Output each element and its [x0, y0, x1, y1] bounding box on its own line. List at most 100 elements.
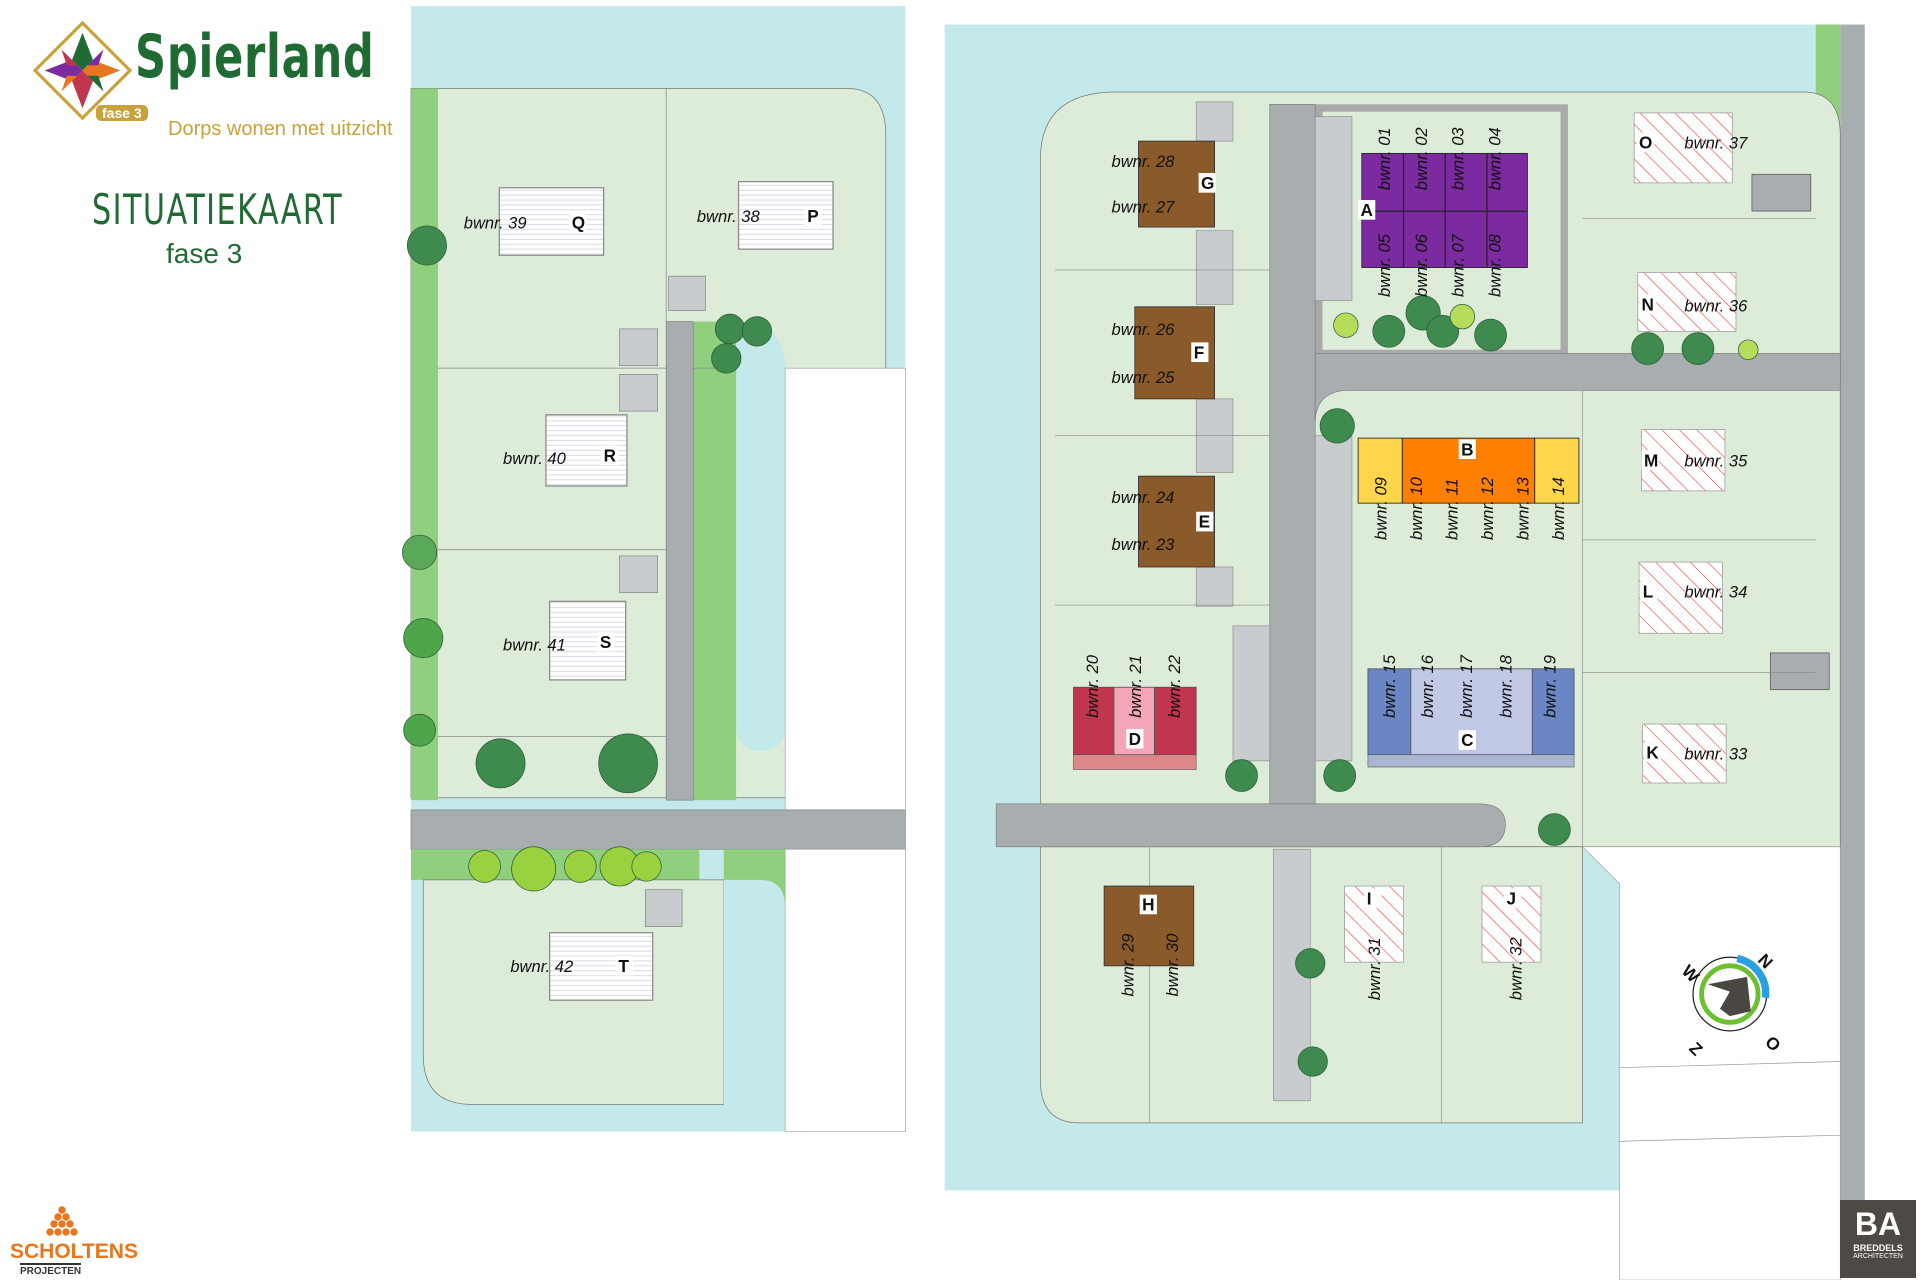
unit-label-29: bwnr. 29: [1119, 934, 1138, 997]
block-letter-n: N: [1642, 294, 1654, 314]
unit-label-18: bwnr. 18: [1496, 654, 1515, 718]
tree-icon: [1426, 315, 1460, 348]
tree-icon: [1449, 303, 1476, 330]
unit-label-27: bwnr. 27: [1112, 197, 1176, 216]
spierland-logo: [32, 20, 133, 121]
block-letter-bg: [804, 206, 822, 226]
block-letter-q: Q: [572, 212, 585, 232]
tree-icon: [1295, 948, 1326, 979]
block-letter-bg: [1139, 894, 1157, 915]
unit-label-09: bwnr. 09: [1371, 477, 1390, 540]
tree-icon: [1297, 1046, 1328, 1077]
unit-label-02: bwnr. 02: [1412, 127, 1431, 190]
block-letter-t: T: [618, 956, 629, 976]
unit-label-26: bwnr. 26: [1112, 320, 1176, 339]
unit-label-25: bwnr. 25: [1112, 368, 1176, 387]
unit-label-06: bwnr. 06: [1412, 233, 1431, 297]
building-blocks: [1073, 112, 1737, 967]
tree-icon: [1372, 315, 1406, 348]
unit-label-04: bwnr. 04: [1485, 127, 1504, 190]
unit-label-36: bwnr. 36: [1684, 297, 1748, 316]
tree-icon: [741, 316, 773, 347]
unit-label-13: bwnr. 13: [1514, 476, 1533, 540]
unit-label-32: bwnr. 32: [1506, 937, 1525, 1000]
unit-label-05: bwnr. 05: [1375, 233, 1394, 297]
unit-label-22: bwnr. 22: [1165, 655, 1184, 718]
block-letter-j: J: [1507, 888, 1517, 908]
unit-label-10: bwnr. 10: [1407, 476, 1426, 540]
block-letter-bg: [1358, 200, 1376, 220]
block-letter-m: M: [1644, 450, 1658, 470]
block-letter-bg: [1639, 294, 1657, 315]
unit-label-19: bwnr. 19: [1541, 655, 1560, 718]
unit-label-39: bwnr. 39: [464, 213, 527, 232]
block-letter-b: B: [1461, 439, 1473, 459]
architect-name: BREDDELS: [1853, 1243, 1903, 1253]
tree-icon: [1538, 813, 1571, 846]
tree-icon: [1474, 318, 1507, 352]
tree-icon: [511, 846, 557, 892]
block-letter-c: C: [1461, 730, 1473, 750]
block-letter-bg: [1126, 728, 1144, 749]
unit-label-03: bwnr. 03: [1449, 127, 1468, 191]
page-subtitle: fase 3: [166, 238, 243, 269]
block-letter-bg: [601, 445, 619, 466]
unit-label-37: bwnr. 37: [1684, 133, 1748, 152]
tree-icon: [1631, 332, 1664, 365]
unit-label-34: bwnr. 34: [1684, 583, 1747, 602]
unit-label-14: bwnr. 14: [1549, 477, 1568, 540]
unit-label-12: bwnr. 12: [1478, 477, 1497, 540]
tree-icon: [475, 738, 526, 789]
unit-label-08: bwnr. 08: [1485, 233, 1504, 297]
unit-label-38: bwnr. 38: [697, 207, 761, 226]
unit-label-21: bwnr. 21: [1126, 655, 1145, 718]
architect-logo: BA BREDDELS ARCHITECTEN: [1840, 1200, 1916, 1278]
unit-label-15: bwnr. 15: [1380, 654, 1399, 718]
tree-icon: [1323, 759, 1357, 792]
tree-icon: [631, 851, 662, 882]
unit-label-20: bwnr. 20: [1083, 654, 1102, 718]
trees: [402, 225, 1759, 1077]
unit-label-33: bwnr. 33: [1684, 745, 1748, 764]
block-letter-bg: [1458, 439, 1476, 459]
unit-label-11: bwnr. 11: [1442, 478, 1461, 540]
unit-label-41: bwnr. 41: [503, 635, 566, 654]
tree-icon: [406, 225, 447, 266]
unit-label-42: bwnr. 42: [510, 957, 573, 976]
tree-icon: [1225, 759, 1258, 792]
tree-icon: [403, 713, 436, 747]
block-letter-k: K: [1646, 742, 1659, 762]
block-letter-bg: [1643, 742, 1662, 763]
block-letter-o: O: [1639, 132, 1652, 152]
block-letter-e: E: [1199, 512, 1210, 532]
unit-label-23: bwnr. 23: [1112, 535, 1176, 554]
block-letter-bg: [569, 212, 587, 232]
block-letter-i: I: [1367, 888, 1372, 908]
tree-icon: [598, 733, 658, 794]
tree-icon: [1333, 312, 1359, 338]
block-letter-a: A: [1361, 200, 1373, 220]
tagline: Dorps wonen met uitzicht: [168, 118, 393, 140]
block-letter-bg: [1198, 173, 1216, 193]
block-letter-bg: [1364, 888, 1382, 909]
unit-label-17: bwnr. 17: [1457, 654, 1476, 718]
tree-icon: [403, 618, 444, 659]
block-d: [1073, 686, 1197, 770]
architect-mark: BA: [1854, 1206, 1902, 1242]
tree-icon: [714, 313, 746, 344]
block-letter-bg: [1458, 730, 1476, 750]
tree-icon: [711, 343, 742, 374]
unit-label-07: bwnr. 07: [1449, 233, 1468, 297]
developer-sub: PROJECTEN: [20, 1263, 82, 1277]
tree-icon: [468, 850, 501, 883]
tree-icon: [402, 534, 438, 570]
phase-badge: fase 3: [96, 105, 148, 121]
block-letter-h: H: [1142, 895, 1154, 915]
block-letter-p: P: [807, 206, 818, 226]
west-area: [410, 6, 906, 1132]
block-letter-bg: [597, 632, 615, 652]
unit-label-24: bwnr. 24: [1112, 488, 1175, 507]
developer-name: SCHOLTENS: [10, 1240, 138, 1263]
tree-icon: [1738, 339, 1759, 360]
